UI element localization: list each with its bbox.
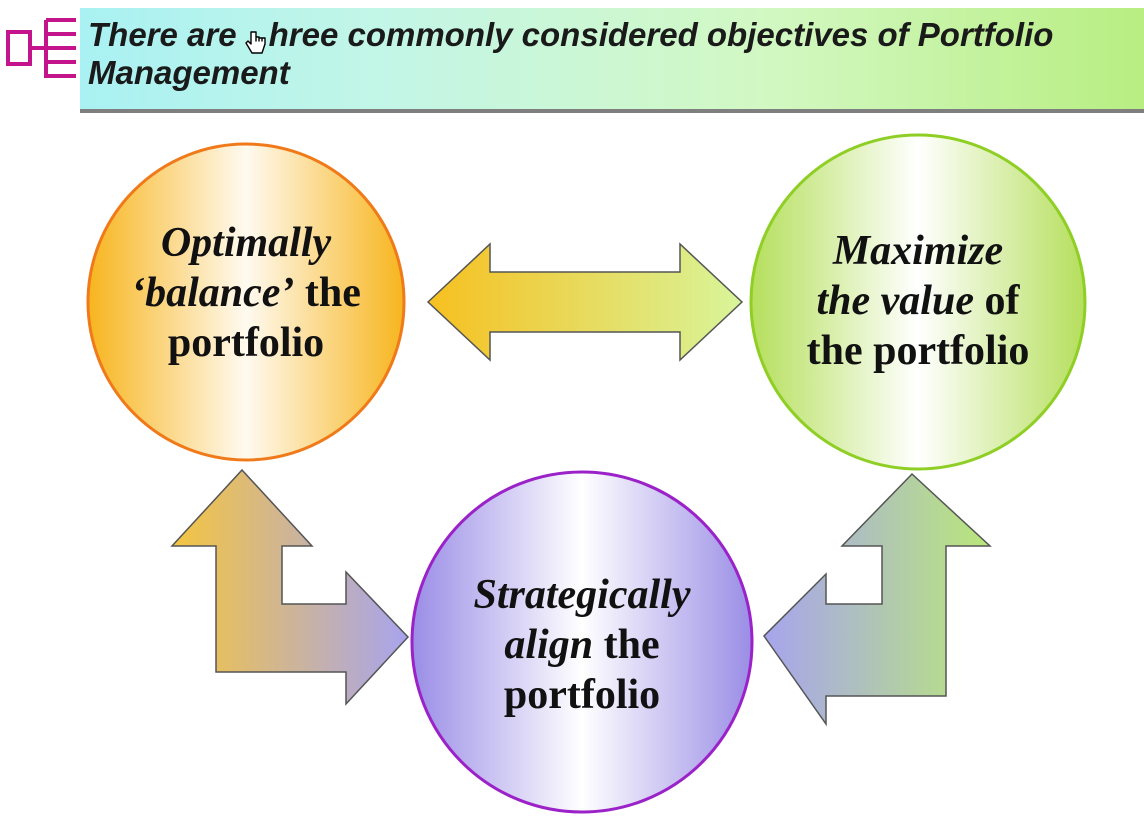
title-part-a: There are — [88, 16, 237, 53]
objective-align-label: Strategically align the portfolio — [432, 570, 732, 720]
align-line2-italic: align — [504, 622, 594, 668]
hand-pointer-icon — [245, 31, 266, 54]
balance-line1: Optimally — [160, 220, 332, 266]
value-line2-italic: the value — [816, 278, 974, 324]
page-title: There are hree commonly considered object… — [88, 16, 1128, 92]
org-chart-icon — [6, 18, 76, 78]
elbow-arrow-right — [763, 472, 992, 727]
double-arrow-top — [426, 242, 744, 362]
value-line2-rest: of — [973, 278, 1020, 324]
balance-line3: portfolio — [167, 320, 325, 366]
align-line2-rest: the — [593, 622, 660, 668]
objective-value-label: Maximize the value of the portfolio — [768, 226, 1068, 376]
circle-align — [410, 470, 754, 814]
title-bar — [80, 8, 1144, 113]
balance-line2-italic: ‘balance’ — [131, 270, 295, 316]
align-line3: portfolio — [503, 672, 661, 718]
align-line1: Strategically — [473, 572, 691, 618]
balance-line2-rest: the — [294, 270, 361, 316]
objective-balance-label: Optimally ‘balance’ the portfolio — [106, 218, 386, 368]
circle-balance — [86, 142, 406, 462]
elbow-arrow-left — [170, 468, 410, 706]
value-line1: Maximize — [832, 228, 1004, 274]
title-part-b: hree commonly considered objectives of P… — [268, 16, 1054, 53]
title-part-c: Management — [88, 54, 290, 91]
circle-value — [749, 133, 1087, 471]
value-line3: the portfolio — [806, 328, 1030, 374]
